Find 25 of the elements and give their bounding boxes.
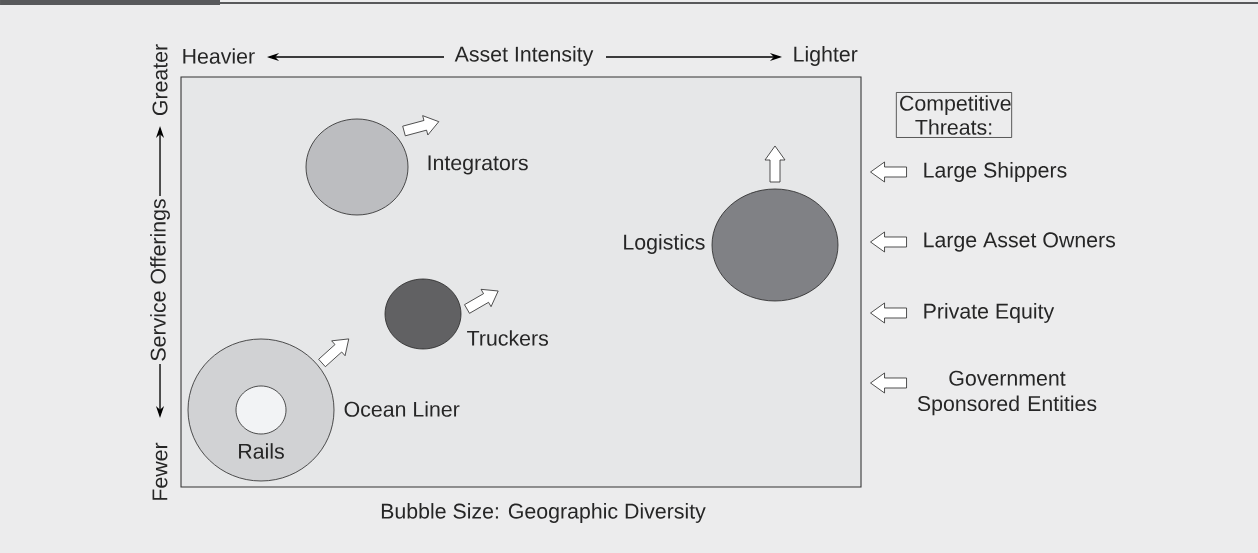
bubble: Integrators	[305, 118, 528, 216]
threat-label: Large Shippers	[924, 162, 1067, 182]
axis-label: Service Offerings	[150, 199, 170, 361]
axis-label: Fewer	[152, 442, 168, 500]
threat-label: Private Equity	[924, 303, 1055, 323]
axis-label: Asset Intensity	[454, 46, 594, 66]
block-arrow	[870, 302, 907, 324]
bubble: Truckers	[384, 278, 548, 350]
heading-box: Competitive Threats:	[895, 92, 1013, 138]
axis-label: Heavier	[183, 48, 255, 64]
axis-label: Greater	[152, 44, 168, 116]
node-label: Ocean Liner	[344, 401, 460, 417]
threat-label: Government Sponsored Entities	[917, 370, 1097, 416]
axis-caption: Bubble Size: Geographic Diversity	[381, 503, 706, 523]
block-arrow	[870, 372, 907, 394]
threat-label: Large Asset Owners	[924, 232, 1116, 252]
bubble: Rails	[235, 385, 287, 459]
node-label: Integrators	[428, 155, 528, 175]
axis-label: Lighter	[794, 46, 858, 66]
node-label: Truckers	[467, 330, 549, 346]
bubble: Logistics	[624, 188, 839, 302]
block-arrow	[870, 231, 907, 253]
node-label: Logistics	[624, 234, 705, 254]
block-arrow	[870, 161, 907, 183]
node-label: Rails	[239, 443, 284, 459]
